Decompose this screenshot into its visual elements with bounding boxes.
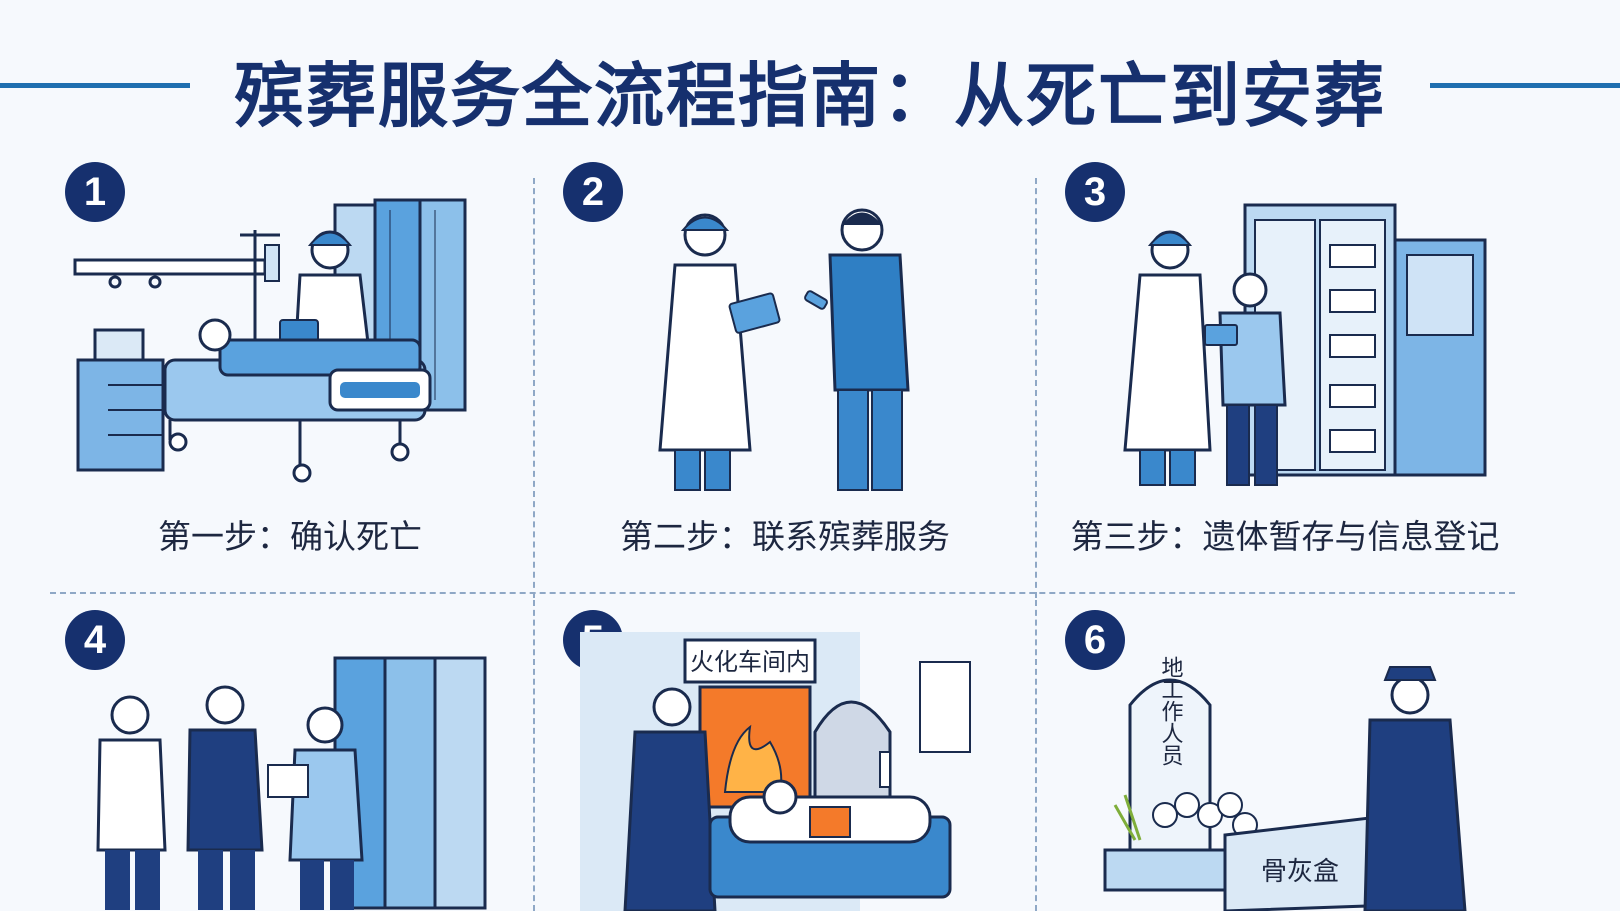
tombstone-text: 基地工作人员 (1158, 655, 1184, 766)
divider-v1 (533, 178, 535, 598)
workshop-sign-text: 火化车间内 (690, 648, 810, 676)
workshop-sign (683, 638, 817, 684)
divider-h (50, 592, 1515, 594)
step-6-badge: 6 (1065, 610, 1125, 670)
family-farewell-icon (96, 656, 487, 910)
morgue-storage-icon (1123, 203, 1487, 486)
divider-v3 (533, 600, 535, 911)
burial-urn-icon: 基地工作人员 骨灰盒 (1103, 655, 1467, 911)
hospital-bed-doctor-icon (73, 198, 467, 483)
divider-v2 (1035, 178, 1037, 598)
urn-label: 骨灰盒 (1261, 857, 1339, 887)
title-left-rule (0, 83, 190, 88)
page-title: 殡葬服务全流程指南：从死亡到安葬 (234, 55, 1386, 137)
step-3-badge: 3 (1065, 162, 1125, 222)
title-right-rule (1430, 83, 1620, 88)
step-2-caption: 第二步：联系殡葬服务 (620, 517, 950, 556)
title-bar: 殡葬服务全流程指南：从死亡到安葬 (0, 30, 1620, 140)
doctor-family-talk-icon (658, 208, 910, 491)
step-1-badge: 1 (65, 162, 125, 222)
flower-bouquet-icon (1113, 792, 1258, 841)
step-2-badge: 2 (563, 162, 623, 222)
step-3-caption: 第三步：遗体暂存与信息登记 (1070, 517, 1500, 556)
step-4-badge: 4 (65, 610, 125, 670)
cremation-furnace-icon: 火化车间内 (580, 632, 971, 911)
divider-v4 (1035, 600, 1037, 911)
step-1-caption: 第一步：确认死亡 (158, 517, 422, 556)
